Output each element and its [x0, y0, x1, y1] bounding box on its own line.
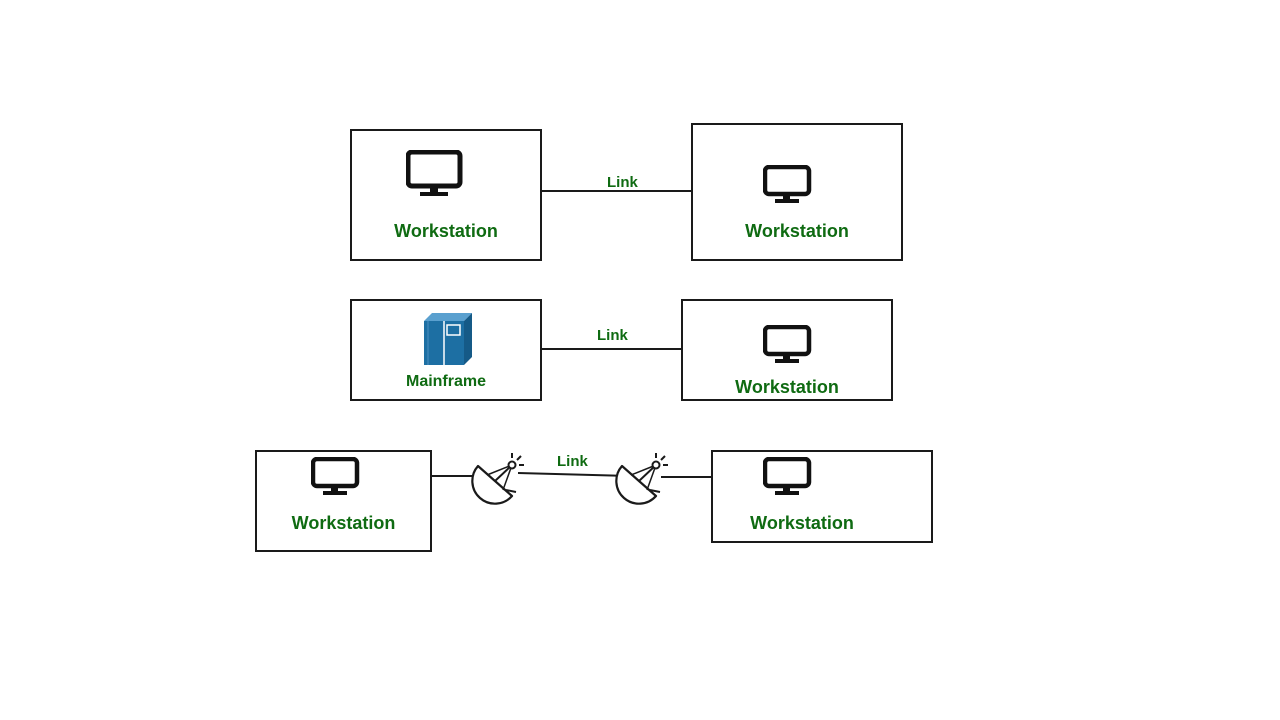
row3-left-workstation-node: Workstation: [255, 450, 432, 552]
row2-left-mainframe-node: Mainframe: [350, 299, 542, 401]
node-label: Workstation: [745, 221, 849, 241]
row2-right-workstation-node: Workstation: [681, 299, 893, 401]
node-label: Workstation: [750, 513, 854, 533]
monitor-icon: [763, 457, 812, 495]
link-label: Link: [557, 453, 588, 470]
monitor-icon: [763, 325, 812, 363]
row3-right-workstation-node: Workstation: [711, 450, 933, 543]
node-label: Workstation: [291, 513, 396, 533]
monitor-icon: [311, 457, 360, 495]
row1-left-workstation-node: Workstation: [350, 129, 542, 261]
satellite-dish-icon: [615, 453, 668, 505]
row1-right-workstation-node: Workstation: [691, 123, 903, 261]
link-label: Link: [597, 327, 628, 344]
node-label: Workstation: [394, 221, 498, 241]
node-label: Mainframe: [405, 373, 487, 390]
node-label: Workstation: [735, 377, 839, 397]
monitor-icon: [763, 165, 812, 203]
row3-link-line: [517, 472, 631, 477]
monitor-icon: [406, 150, 463, 196]
link-label: Link: [607, 174, 638, 191]
satellite-dish-icon: [471, 453, 524, 505]
mainframe-icon: [424, 313, 472, 365]
